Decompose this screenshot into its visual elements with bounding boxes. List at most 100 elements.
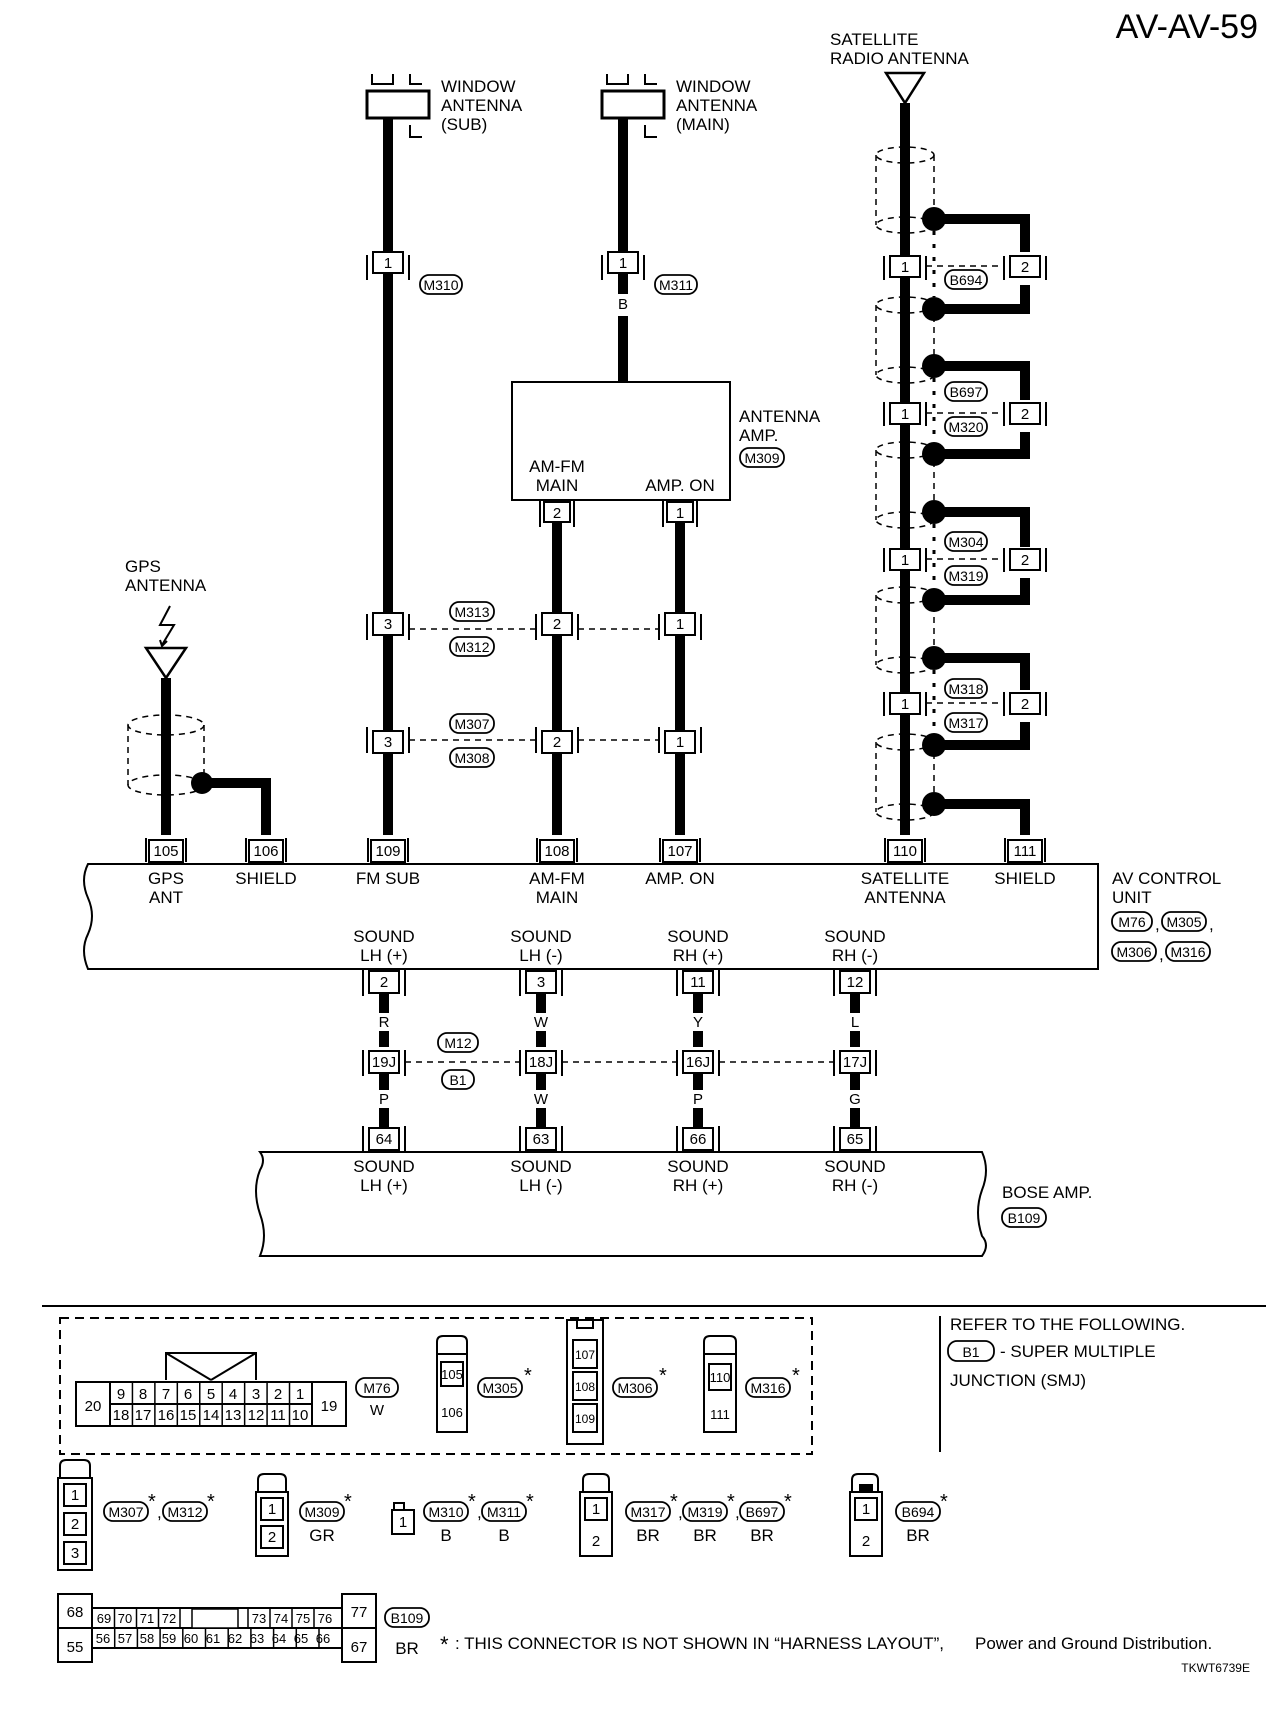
svg-text:RH (-): RH (-) [832, 946, 878, 965]
svg-text:SOUND: SOUND [667, 927, 728, 946]
svg-text:- SUPER MULTIPLE: - SUPER MULTIPLE [1000, 1342, 1156, 1361]
svg-text:M306: M306 [1116, 944, 1151, 960]
svg-text:64: 64 [376, 1131, 393, 1148]
svg-text:72: 72 [162, 1611, 176, 1626]
svg-text:M312: M312 [167, 1504, 202, 1520]
svg-text:1: 1 [901, 406, 909, 423]
svg-text:111: 111 [710, 1407, 730, 1422]
svg-text:65: 65 [294, 1631, 308, 1646]
svg-text:1: 1 [901, 259, 909, 276]
svg-text:11: 11 [270, 1407, 286, 1424]
svg-text:MAIN: MAIN [536, 888, 579, 907]
svg-text:107: 107 [575, 1348, 595, 1362]
svg-text:18J: 18J [529, 1054, 553, 1071]
svg-text:18: 18 [113, 1407, 130, 1424]
svg-text:LH (-): LH (-) [519, 1176, 562, 1195]
m309-connector-face: 1 2 M309 * GR [255, 1473, 352, 1557]
svg-text:55: 55 [67, 1639, 84, 1656]
svg-text:56: 56 [96, 1631, 110, 1646]
svg-text:1: 1 [676, 616, 684, 633]
svg-text:2: 2 [553, 734, 561, 751]
satellite-connector-b697-m320: 1 2 B697 M320 [883, 381, 1047, 437]
svg-text:11: 11 [690, 974, 706, 991]
svg-text:M76: M76 [1118, 914, 1145, 930]
svg-text:110: 110 [710, 1370, 731, 1385]
svg-text:LH (-): LH (-) [519, 946, 562, 965]
svg-text:2: 2 [380, 974, 388, 991]
svg-text:5: 5 [207, 1386, 215, 1403]
svg-text:W: W [370, 1402, 385, 1419]
satellite-connector-b694: 1 2 B694 [883, 255, 1047, 290]
svg-text:58: 58 [140, 1631, 154, 1646]
svg-text:SOUND: SOUND [353, 1157, 414, 1176]
svg-text:*: * [670, 1491, 678, 1513]
svg-text:12: 12 [248, 1407, 265, 1424]
svg-text:B: B [618, 296, 628, 313]
svg-text:,: , [1209, 915, 1214, 934]
svg-text:8: 8 [139, 1386, 147, 1403]
svg-text:60: 60 [184, 1631, 198, 1646]
svg-text:M307: M307 [108, 1504, 143, 1520]
svg-text:W: W [534, 1091, 549, 1108]
svg-text:P: P [379, 1091, 389, 1108]
svg-text:SOUND: SOUND [510, 1157, 571, 1176]
svg-text:15: 15 [180, 1407, 197, 1424]
connector-m310: 1 M310 [366, 251, 463, 295]
m305-connector-face: 105 106 M305 * [436, 1335, 532, 1433]
svg-text:2: 2 [71, 1516, 79, 1533]
svg-text:,: , [1159, 945, 1164, 964]
svg-text:M310: M310 [423, 277, 458, 293]
page-code: AV-AV-59 [1116, 8, 1258, 46]
figure-id: TKWT6739E [1181, 1661, 1250, 1675]
svg-text:*: * [792, 1365, 800, 1387]
svg-text:1: 1 [399, 1514, 407, 1531]
svg-text:SHIELD: SHIELD [994, 869, 1055, 888]
svg-text:,: , [157, 1503, 162, 1522]
svg-text:77: 77 [351, 1604, 368, 1621]
svg-text:109: 109 [575, 1412, 595, 1426]
svg-text:14: 14 [203, 1407, 220, 1424]
svg-text:SATELLITE: SATELLITE [861, 869, 950, 888]
svg-text:12: 12 [847, 974, 864, 991]
svg-text:66: 66 [690, 1131, 707, 1148]
svg-text:R: R [379, 1014, 390, 1031]
svg-text:SOUND: SOUND [510, 927, 571, 946]
b109-connector-face: 68 55 77 67 69 70 71 72 73 74 75 76 56 [57, 1593, 430, 1663]
connector-m311: 1 M311 B [601, 251, 698, 316]
svg-text:65: 65 [847, 1131, 864, 1148]
svg-text:LH (+): LH (+) [360, 946, 408, 965]
antenna-amp: ANTENNA AMP. M309 AM-FM MAIN AMP. ON 2 1 [511, 381, 821, 835]
svg-text:75: 75 [296, 1611, 310, 1626]
svg-text:1: 1 [901, 552, 909, 569]
svg-text:2: 2 [274, 1386, 282, 1403]
svg-text:69: 69 [97, 1611, 111, 1626]
svg-text:M308: M308 [454, 750, 489, 766]
svg-text:110: 110 [893, 843, 917, 860]
svg-text:,: , [735, 1503, 740, 1522]
svg-text:M306: M306 [617, 1380, 652, 1396]
svg-text:71: 71 [140, 1611, 154, 1626]
svg-text:64: 64 [272, 1631, 286, 1646]
svg-text:WINDOW: WINDOW [441, 77, 516, 96]
svg-text:76: 76 [318, 1611, 332, 1626]
svg-text:2: 2 [268, 1529, 276, 1546]
svg-text:*: * [784, 1491, 792, 1513]
svg-text:REFER TO THE FOLLOWING.: REFER TO THE FOLLOWING. [950, 1315, 1185, 1334]
svg-text:M309: M309 [304, 1504, 339, 1520]
svg-text:M311: M311 [659, 277, 693, 293]
svg-text:Y: Y [693, 1014, 703, 1031]
m306-connector-face: 107 108 109 M306 * [566, 1319, 667, 1445]
svg-text:1: 1 [71, 1487, 79, 1504]
svg-text:68: 68 [67, 1604, 84, 1621]
svg-text:P: P [693, 1091, 703, 1108]
svg-text:BR: BR [750, 1526, 774, 1545]
inline-connectors-m313-m312: 3 2 1 M313 M312 [366, 601, 702, 657]
svg-text:B: B [440, 1526, 451, 1545]
svg-text:2: 2 [553, 505, 561, 522]
svg-text:67: 67 [351, 1639, 368, 1656]
svg-text:BR: BR [906, 1526, 930, 1545]
svg-text:B1: B1 [962, 1344, 979, 1360]
svg-text:M318: M318 [948, 681, 983, 697]
svg-text:*: * [727, 1491, 735, 1513]
